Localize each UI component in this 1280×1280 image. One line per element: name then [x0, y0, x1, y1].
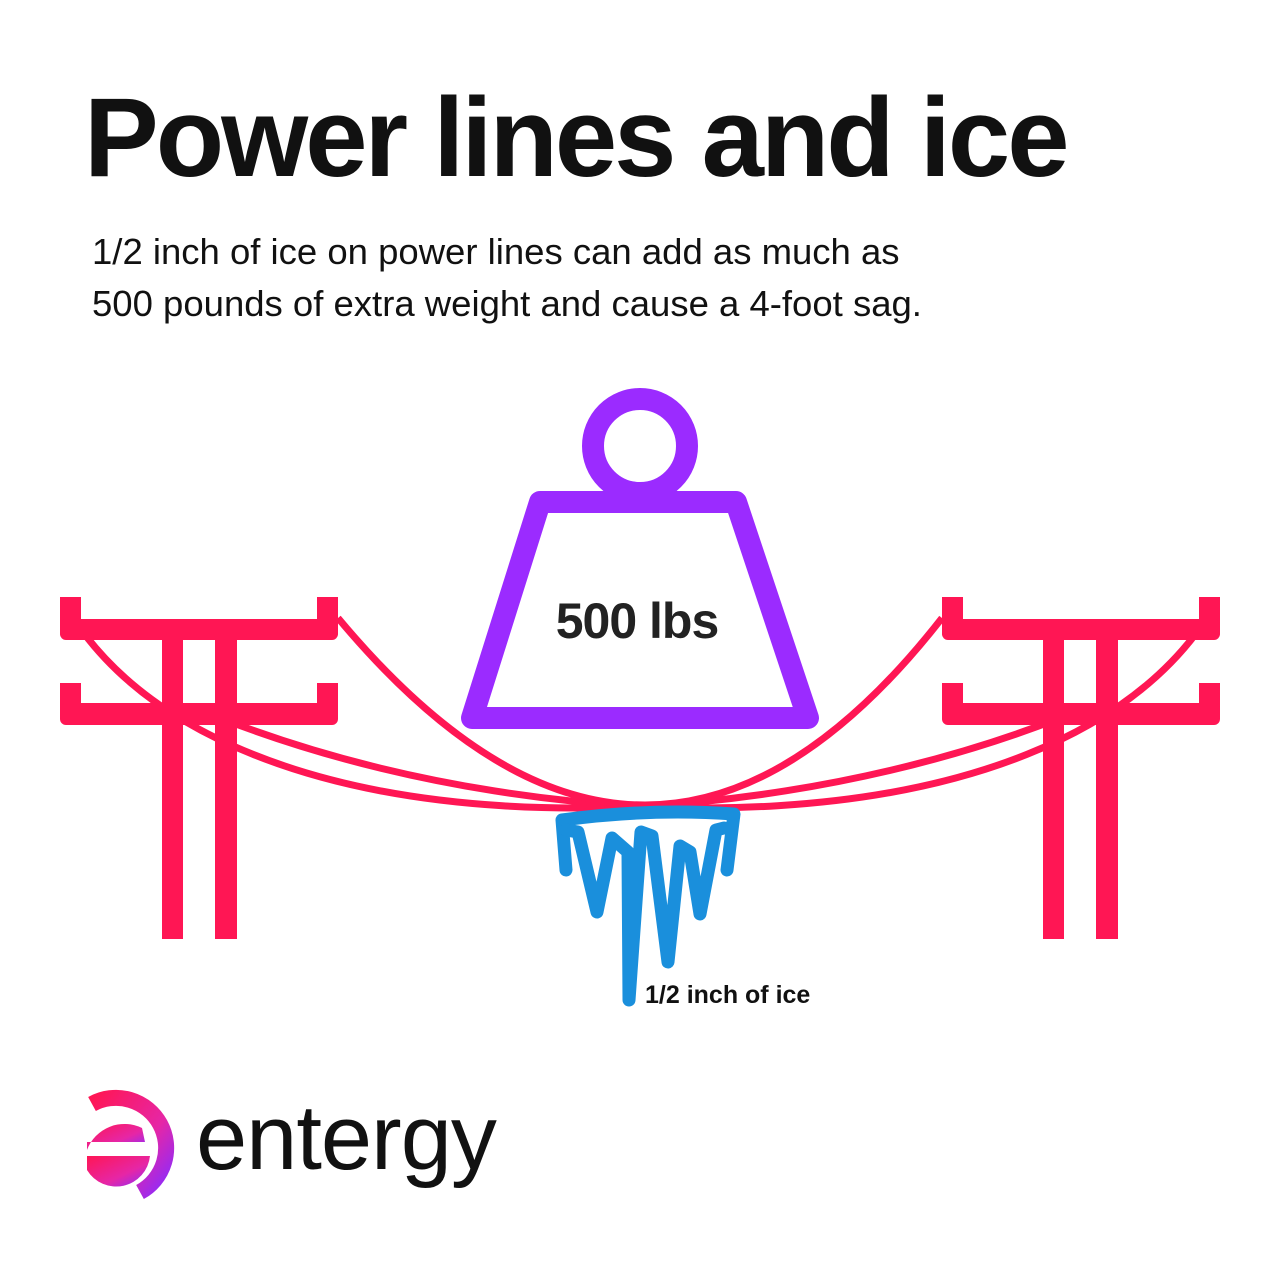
subtitle-line-1: 1/2 inch of ice on power lines can add a… — [92, 231, 900, 272]
utility-pole-right — [942, 597, 1220, 939]
subtitle: 1/2 inch of ice on power lines can add a… — [92, 226, 922, 330]
weight-label: 500 lbs — [556, 593, 719, 649]
entergy-logo-icon — [87, 1089, 175, 1200]
ice-label: 1/2 inch of ice — [645, 981, 810, 1009]
weight-icon — [461, 388, 819, 729]
page-title: Power lines and ice — [84, 75, 1069, 200]
entergy-wordmark: entergy — [196, 1087, 497, 1189]
subtitle-line-2: 500 pounds of extra weight and cause a 4… — [92, 283, 922, 324]
wire-sagging — [335, 615, 945, 809]
utility-pole-left — [60, 597, 338, 939]
icicle-icon — [555, 805, 741, 1007]
